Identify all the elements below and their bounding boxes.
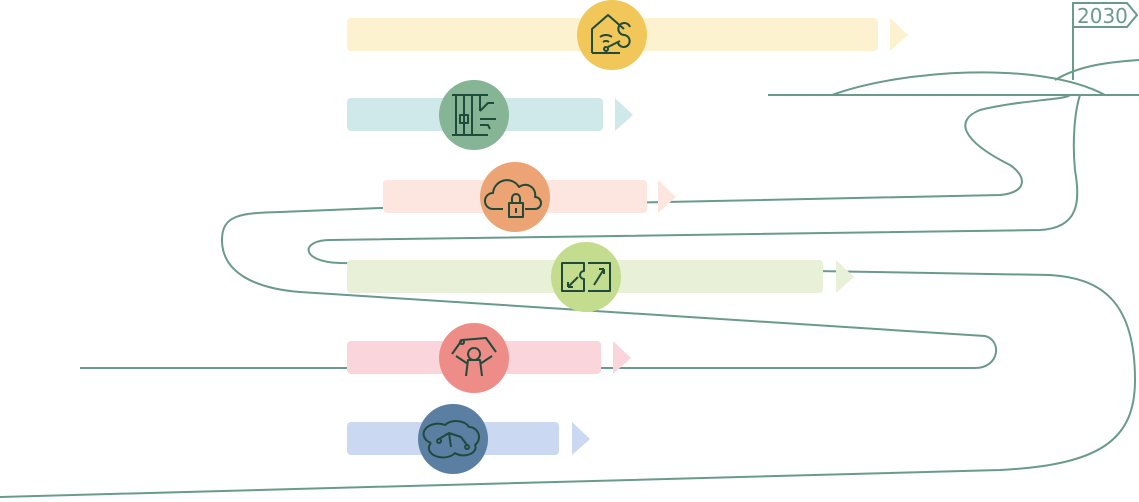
goal-flag: 2030 [1072, 2, 1139, 80]
jail-circuit-icon [452, 94, 496, 136]
milestone-4 [347, 242, 854, 312]
milestone-2 [347, 80, 633, 150]
milestone-circle [439, 323, 509, 393]
milestone-circle [418, 404, 488, 474]
arrow-head-icon [836, 260, 854, 293]
brain-circuit-icon [422, 420, 480, 459]
road-path [0, 59, 1139, 498]
milestone-circle [551, 242, 621, 312]
milestone-circle [439, 80, 509, 150]
arrow-head-icon [890, 18, 908, 51]
arrow-head-icon [615, 98, 633, 131]
arrow-head-icon [613, 341, 631, 374]
person-network-icon [451, 337, 497, 377]
goal-year-label: 2030 [1077, 4, 1128, 28]
arrow-head-icon [572, 422, 590, 455]
arrow-head-icon [658, 180, 676, 213]
smart-home-law-icon [591, 14, 631, 54]
milestone-1 [347, 0, 908, 70]
milestone-5 [347, 323, 631, 393]
milestone-6 [347, 404, 590, 474]
milestone-circle [577, 0, 647, 70]
milestone-circle [480, 162, 550, 232]
milestone-3 [383, 162, 676, 232]
puzzle-arrows-icon [561, 262, 611, 292]
cloud-lock-icon [484, 179, 542, 218]
